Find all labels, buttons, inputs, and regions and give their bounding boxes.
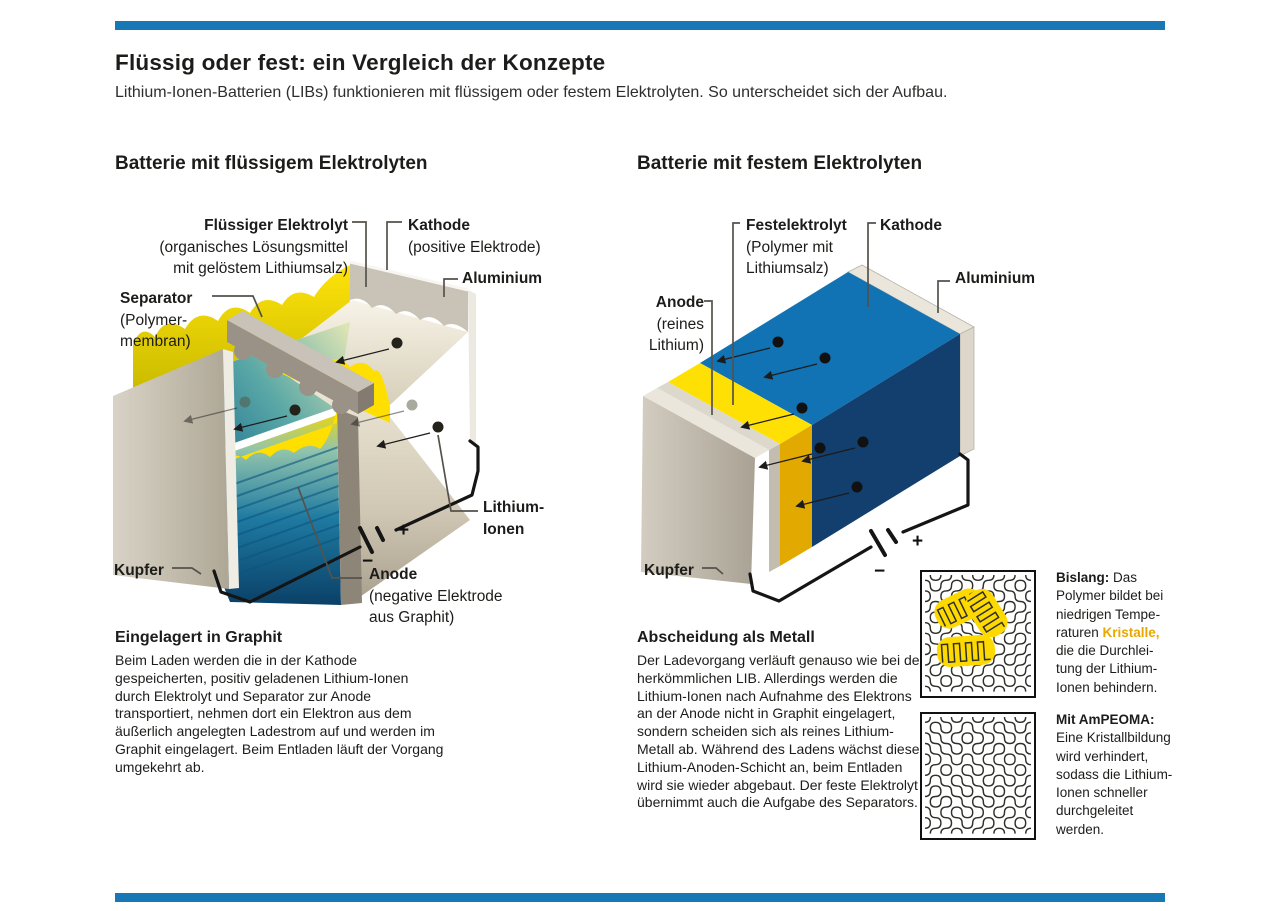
top-accent-bar [115, 21, 1165, 30]
label-anode-right-sub2: Lithium) [648, 337, 704, 354]
polymer-with-crystals-illustration [920, 570, 1036, 698]
plus-sign-right: + [912, 531, 923, 552]
lithium-ion-dots-right [716, 336, 869, 509]
label-copper-right: Kupfer [644, 562, 694, 579]
label-aluminium-left: Aluminium [462, 270, 543, 287]
label-cathode-left: Kathode (positive Elektrode) [408, 215, 541, 258]
label-solid-electrolyte: Festelektrolyt (Polymer mit Lithiumsalz) [746, 215, 847, 280]
label-separator: Separator (Polymer- membran) [120, 288, 192, 353]
label-anode-left-sub1: (negative Elektrode [369, 587, 503, 605]
copper-collector-right-block [641, 388, 769, 584]
lithium-anode-layer [657, 382, 780, 572]
label-lithium-ions-line1: Lithium- [483, 499, 545, 516]
liquid-battery-description-text: Beim Laden werden die in der Kathode ges… [115, 652, 444, 775]
label-solid-electrolyte-sub1: (Polymer mit [746, 238, 833, 256]
label-anode-left-sub2: aus Graphit) [369, 609, 455, 626]
heading-solid-battery: Batterie mit festem Elektrolyten [637, 153, 923, 174]
cathode-block [700, 272, 960, 547]
label-solid-electrolyte-sub2: Lithiumsalz) [746, 260, 829, 277]
label-liquid-electrolyte: Flüssiger Elektrolyt (organisches Lösung… [112, 215, 348, 280]
label-separator-sub2: membran) [120, 333, 191, 350]
label-connectors-left [172, 221, 478, 579]
label-anode-right-sub1: (reines [656, 315, 704, 333]
lithium-ion-dots [183, 337, 444, 449]
label-anode-right-title: Anode [655, 294, 704, 311]
label-cathode-left-title: Kathode [408, 217, 470, 234]
label-cathode-right: Kathode [880, 217, 942, 234]
copper-collector-left [113, 349, 239, 589]
crystal-highlights [934, 588, 1008, 668]
external-circuit-right [748, 452, 970, 603]
label-copper-left: Kupfer [114, 562, 164, 579]
liquid-battery-description-heading: Eingelagert in Graphit [115, 629, 283, 646]
plus-sign-left: + [398, 520, 409, 541]
label-lithium-ions-line2: Ionen [483, 520, 525, 538]
solid-battery-description: Abscheidung als Metall Der Ladevorgang v… [637, 629, 931, 812]
liquid-battery-diagram: − + [113, 221, 480, 605]
label-separator-sub1: (Polymer- [120, 311, 188, 329]
page-subtitle: Lithium-Ionen-Batterien (LIBs) funktioni… [115, 84, 948, 101]
bottom-accent-bar [115, 893, 1165, 902]
label-anode-left-title: Anode [369, 566, 418, 583]
label-liquid-electrolyte-sub2: mit gelöstem Lithiumsalz) [173, 260, 348, 277]
aluminium-collector-left [349, 260, 476, 445]
label-connectors-right [702, 222, 950, 575]
amorphous-polymer-illustration [920, 712, 1036, 840]
page-title: Flüssig oder fest: ein Vergleich der Kon… [115, 50, 606, 75]
label-aluminium-right: Aluminium [955, 270, 1036, 287]
label-liquid-electrolyte-title: Flüssiger Elektrolyt [204, 217, 348, 234]
label-solid-electrolyte-title: Festelektrolyt [746, 217, 847, 234]
minus-sign-left: − [362, 551, 373, 572]
label-cathode-left-sub: (positive Elektrode) [408, 238, 541, 256]
solid-battery-description-heading: Abscheidung als Metall [637, 629, 815, 646]
solid-battery-diagram: − + [641, 222, 975, 603]
solid-battery-description-text: Der Ladevorgang verläuft genauso wie bei… [637, 652, 925, 811]
minus-sign-right: − [874, 561, 885, 582]
liquid-battery-description: Eingelagert in Graphit Beim Laden werden… [115, 629, 447, 777]
label-liquid-electrolyte-sub1: (organisches Lösungsmittel [159, 238, 348, 256]
label-lithium-ions: Lithium- Ionen [483, 497, 544, 540]
separator-membrane [227, 311, 374, 605]
external-circuit-left [212, 439, 480, 604]
label-separator-title: Separator [120, 290, 193, 307]
label-anode-right: Anode (reines Lithium) [628, 292, 704, 357]
label-anode-left: Anode (negative Elektrode aus Graphit) [369, 564, 503, 629]
heading-liquid-battery: Batterie mit flüssigem Elektrolyten [115, 153, 428, 174]
